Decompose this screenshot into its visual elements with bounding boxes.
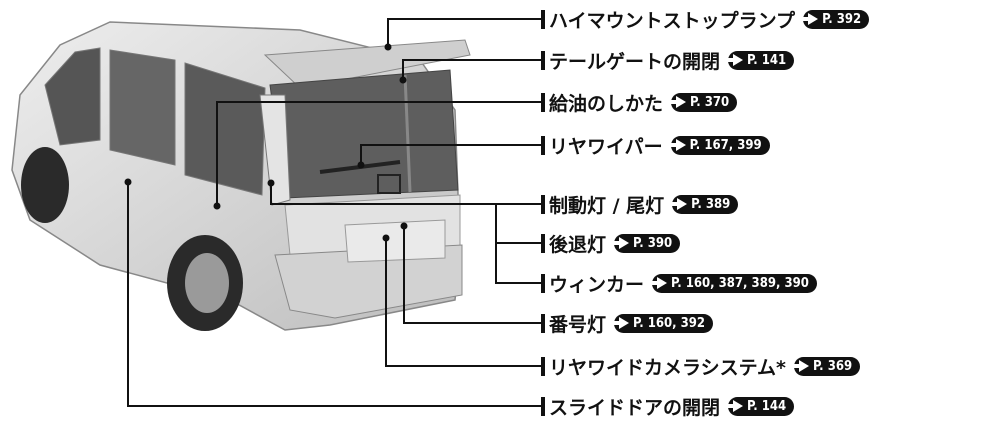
leader-line-tailgate (402, 59, 541, 80)
callout-bar (541, 92, 545, 112)
page-reference-link[interactable]: P. 389 (670, 194, 739, 214)
callout-bar (541, 313, 545, 333)
callout-bar (541, 9, 545, 29)
callout-label: スライドドアの開閉 (549, 396, 721, 419)
tail-lamp (259, 94, 291, 206)
callout-bar (541, 233, 545, 253)
side-window-sliding (109, 49, 176, 166)
leader-dot-brake-lamp (267, 179, 275, 187)
callout-bar (541, 135, 545, 155)
callout-rear-wiper: リヤワイパー P. 167, 399 (541, 132, 770, 158)
leader-dot-high-mount-stop-lamp (384, 43, 392, 51)
page-reference-link[interactable]: P. 160, 387, 389, 390 (650, 273, 817, 293)
rear-emblem (377, 174, 401, 194)
page-reference-link[interactable]: P. 141 (726, 50, 795, 70)
arrow-right-icon (668, 139, 686, 151)
callout-turn-signal: ウィンカー P. 160, 387, 389, 390 (541, 270, 817, 296)
side-window-rear (184, 62, 266, 196)
arrow-right-icon (612, 237, 630, 249)
callout-brake-tail-lamp: 制動灯 / 尾灯 P. 389 (541, 191, 739, 217)
arrow-right-icon (670, 198, 688, 210)
callout-backup-lamp: 後退灯 P. 390 (541, 230, 681, 256)
leader-dot-refueling (213, 202, 221, 210)
page-reference-link[interactable]: P. 167, 399 (668, 135, 770, 155)
side-window-front (44, 47, 101, 146)
license-plate-recess (344, 219, 446, 263)
callout-label: 給油のしかた (549, 92, 664, 115)
arrow-right-icon (726, 54, 744, 66)
leader-line-backup-lamp (495, 204, 541, 244)
arrow-right-icon (801, 13, 819, 25)
leader-line-turn-signal (495, 243, 541, 284)
page-reference-link[interactable]: P. 392 (801, 9, 870, 29)
callout-label: リヤワイドカメラシステム* (549, 356, 786, 379)
page-reference-link[interactable]: P. 370 (669, 92, 738, 112)
leader-line-license-lamp (403, 226, 541, 324)
callout-bar (541, 396, 545, 416)
arrow-right-icon (669, 96, 687, 108)
callout-bar (541, 50, 545, 70)
leader-dot-sliding-door (124, 178, 132, 186)
callout-sliding-door: スライドドアの開閉 P. 144 (541, 393, 795, 419)
page-reference-link[interactable]: P. 369 (792, 356, 861, 376)
leader-dot-tailgate (399, 76, 407, 84)
callout-label: ウィンカー (549, 273, 645, 296)
callout-high-mount-stop-lamp: ハイマウントストップランプ P. 392 (541, 6, 870, 32)
callout-license-lamp: 番号灯 P. 160, 392 (541, 310, 714, 336)
leader-line-rear-camera (385, 238, 541, 367)
leader-line-refueling (216, 101, 541, 206)
front-wheel (21, 147, 69, 223)
callout-tailgate: テールゲートの開閉 P. 141 (541, 47, 795, 73)
arrow-right-icon (650, 277, 668, 289)
rear-glass-divider (403, 74, 412, 193)
callout-bar (541, 273, 545, 293)
callout-label: テールゲートの開閉 (549, 50, 721, 73)
arrow-right-icon (792, 360, 809, 372)
leader-line-high-mount-stop-lamp (387, 18, 541, 47)
leader-dot-rear-wiper (357, 161, 365, 169)
leader-dot-rear-camera (382, 234, 390, 242)
rear-spoiler (263, 39, 471, 89)
arrow-right-icon (612, 317, 630, 329)
callout-rear-wide-camera: リヤワイドカメラシステム* P. 369 (541, 353, 861, 379)
callout-label: 後退灯 (549, 233, 607, 256)
callout-refueling: 給油のしかた P. 370 (541, 89, 738, 115)
callout-label: ハイマウントストップランプ (549, 9, 796, 32)
page-reference-link[interactable]: P. 390 (612, 233, 681, 253)
arrow-right-icon (726, 400, 744, 412)
callout-label: 制動灯 / 尾灯 (549, 194, 665, 217)
leader-dot-license-lamp (400, 222, 408, 230)
callout-bar (541, 356, 545, 376)
leader-line-brake-lamp (270, 183, 541, 205)
callout-label: リヤワイパー (549, 135, 663, 158)
callout-bar (541, 194, 545, 214)
leader-line-sliding-door (127, 182, 541, 407)
callout-label: 番号灯 (549, 313, 607, 336)
page-reference-link[interactable]: P. 144 (726, 396, 795, 416)
page-reference-link[interactable]: P. 160, 392 (612, 313, 714, 333)
leader-line-rear-wiper (360, 144, 541, 165)
